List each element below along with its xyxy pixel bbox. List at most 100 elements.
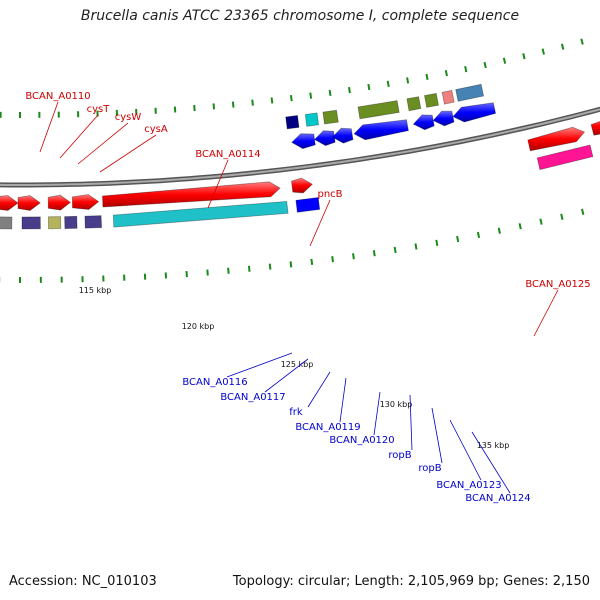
feature-reverse-box xyxy=(304,112,320,127)
ruler-label: 135 kbp xyxy=(477,441,510,450)
ruler-tick xyxy=(227,267,230,274)
feature-forward-box xyxy=(47,216,62,230)
ruler-tick xyxy=(518,223,522,230)
reverse-feature-label: BCAN_A0120 xyxy=(329,435,394,446)
ruler-tick xyxy=(251,99,254,106)
feature-reverse-box xyxy=(357,100,400,120)
feature-labels: BCAN_A0110cysTcysWcysABCAN_A0114pncBBCAN… xyxy=(25,91,590,504)
feature-forward-box xyxy=(84,215,103,229)
feature-forward-box xyxy=(0,216,13,230)
ruler-tick xyxy=(372,250,376,257)
ruler-tick xyxy=(115,109,119,116)
cds-reverse-arrow xyxy=(353,119,409,141)
forward-feature-label: cysT xyxy=(87,104,111,115)
ruler-tick xyxy=(539,218,543,225)
feature-forward-box xyxy=(21,216,41,230)
ruler-tick xyxy=(143,273,147,280)
ruler-tick xyxy=(497,227,501,234)
ruler-tick xyxy=(123,274,126,281)
ruler-tick xyxy=(19,277,21,283)
feature-reverse-box xyxy=(455,83,485,102)
reverse-feature-label: BCAN_A0119 xyxy=(295,422,360,433)
ruler-tick xyxy=(231,101,235,108)
feature-forward-box xyxy=(64,215,78,230)
ruler-tick xyxy=(367,83,371,91)
ruler-tick xyxy=(135,108,138,115)
ruler-tick xyxy=(185,271,188,278)
ruler-tick xyxy=(193,104,196,112)
ruler-tick xyxy=(77,111,80,118)
reverse-feature-label: ropB xyxy=(388,450,411,461)
ruler-tick xyxy=(206,269,209,276)
ruler-tick xyxy=(38,111,41,118)
cds-forward-arrow xyxy=(47,194,72,211)
ruler-tick xyxy=(154,107,157,114)
reverse-feature-label: BCAN_A0117 xyxy=(220,392,285,403)
ruler-tick xyxy=(60,276,63,283)
ruler-label: 115 kbp xyxy=(79,286,112,295)
forward-leader-line xyxy=(309,199,331,247)
cds-reverse-arrow xyxy=(291,133,316,150)
ruler-tick xyxy=(289,95,293,102)
forward-leader-line xyxy=(533,289,559,337)
reverse-feature-label: BCAN_A0124 xyxy=(465,493,530,504)
feature-forward-box xyxy=(112,200,289,228)
ruler-tick xyxy=(270,97,274,104)
ruler-tick xyxy=(406,77,410,84)
cds-forward-arrow xyxy=(590,120,600,136)
backbone-highlight xyxy=(0,108,600,186)
ruler-tick xyxy=(173,106,177,113)
forward-feature-label: BCAN_A0125 xyxy=(525,279,590,290)
ruler-tick xyxy=(102,275,105,282)
forward-leader-line xyxy=(39,101,59,153)
feature-reverse-box xyxy=(424,92,439,108)
ruler-tick xyxy=(247,265,251,272)
ruler-tick xyxy=(212,103,216,110)
reverse-leader-line xyxy=(409,394,413,451)
reverse-feature-label: BCAN_A0116 xyxy=(182,377,247,388)
forward-feature-label: BCAN_A0110 xyxy=(25,91,90,102)
reverse-leader-line xyxy=(449,419,482,481)
reverse-feature-label: BCAN_A0123 xyxy=(436,480,501,491)
ruler-tick xyxy=(444,69,448,77)
reverse-leader-line xyxy=(226,352,293,378)
ruler-tick xyxy=(456,235,460,243)
ruler-tick xyxy=(348,86,351,94)
forward-feature-label: pncB xyxy=(317,189,342,200)
reverse-feature-label: frk xyxy=(289,407,303,418)
ruler-tick xyxy=(81,276,84,283)
feature-track xyxy=(0,83,594,230)
ruler-tick xyxy=(435,239,439,246)
ruler-tick xyxy=(164,272,168,279)
reverse-leader-line xyxy=(264,358,309,393)
cds-reverse-arrow xyxy=(331,127,354,144)
ruler-tick xyxy=(57,111,60,118)
ruler-tick xyxy=(483,61,487,69)
backbone-track xyxy=(0,106,600,188)
forward-leader-line xyxy=(59,114,99,159)
ruler-tick xyxy=(310,258,314,265)
ruler-tick xyxy=(328,89,332,97)
reverse-leader-line xyxy=(471,431,511,494)
ruler-tick xyxy=(268,263,272,270)
genome-summary-text: Topology: circular; Length: 2,105,969 bp… xyxy=(232,574,590,589)
ruler-tick xyxy=(0,111,2,118)
ruler-tick xyxy=(522,53,526,60)
ruler-label: 120 kbp xyxy=(182,322,215,331)
cds-track xyxy=(0,102,600,211)
ruler-tick xyxy=(464,66,468,73)
map-title: Brucella canis ATCC 23365 chromosome I, … xyxy=(80,8,520,24)
cds-reverse-arrow xyxy=(432,110,455,127)
forward-leader-line xyxy=(99,134,157,173)
feature-reverse-box xyxy=(285,115,300,130)
reverse-feature-label: ropB xyxy=(418,463,441,474)
reverse-leader-line xyxy=(373,391,381,436)
ruler-tick xyxy=(414,243,418,250)
ruler-tick xyxy=(541,48,545,55)
ruler-tick xyxy=(19,112,21,118)
reverse-leader-line xyxy=(307,371,331,408)
cds-forward-arrow xyxy=(527,126,586,152)
ruler-label: 125 kbp xyxy=(281,360,314,369)
